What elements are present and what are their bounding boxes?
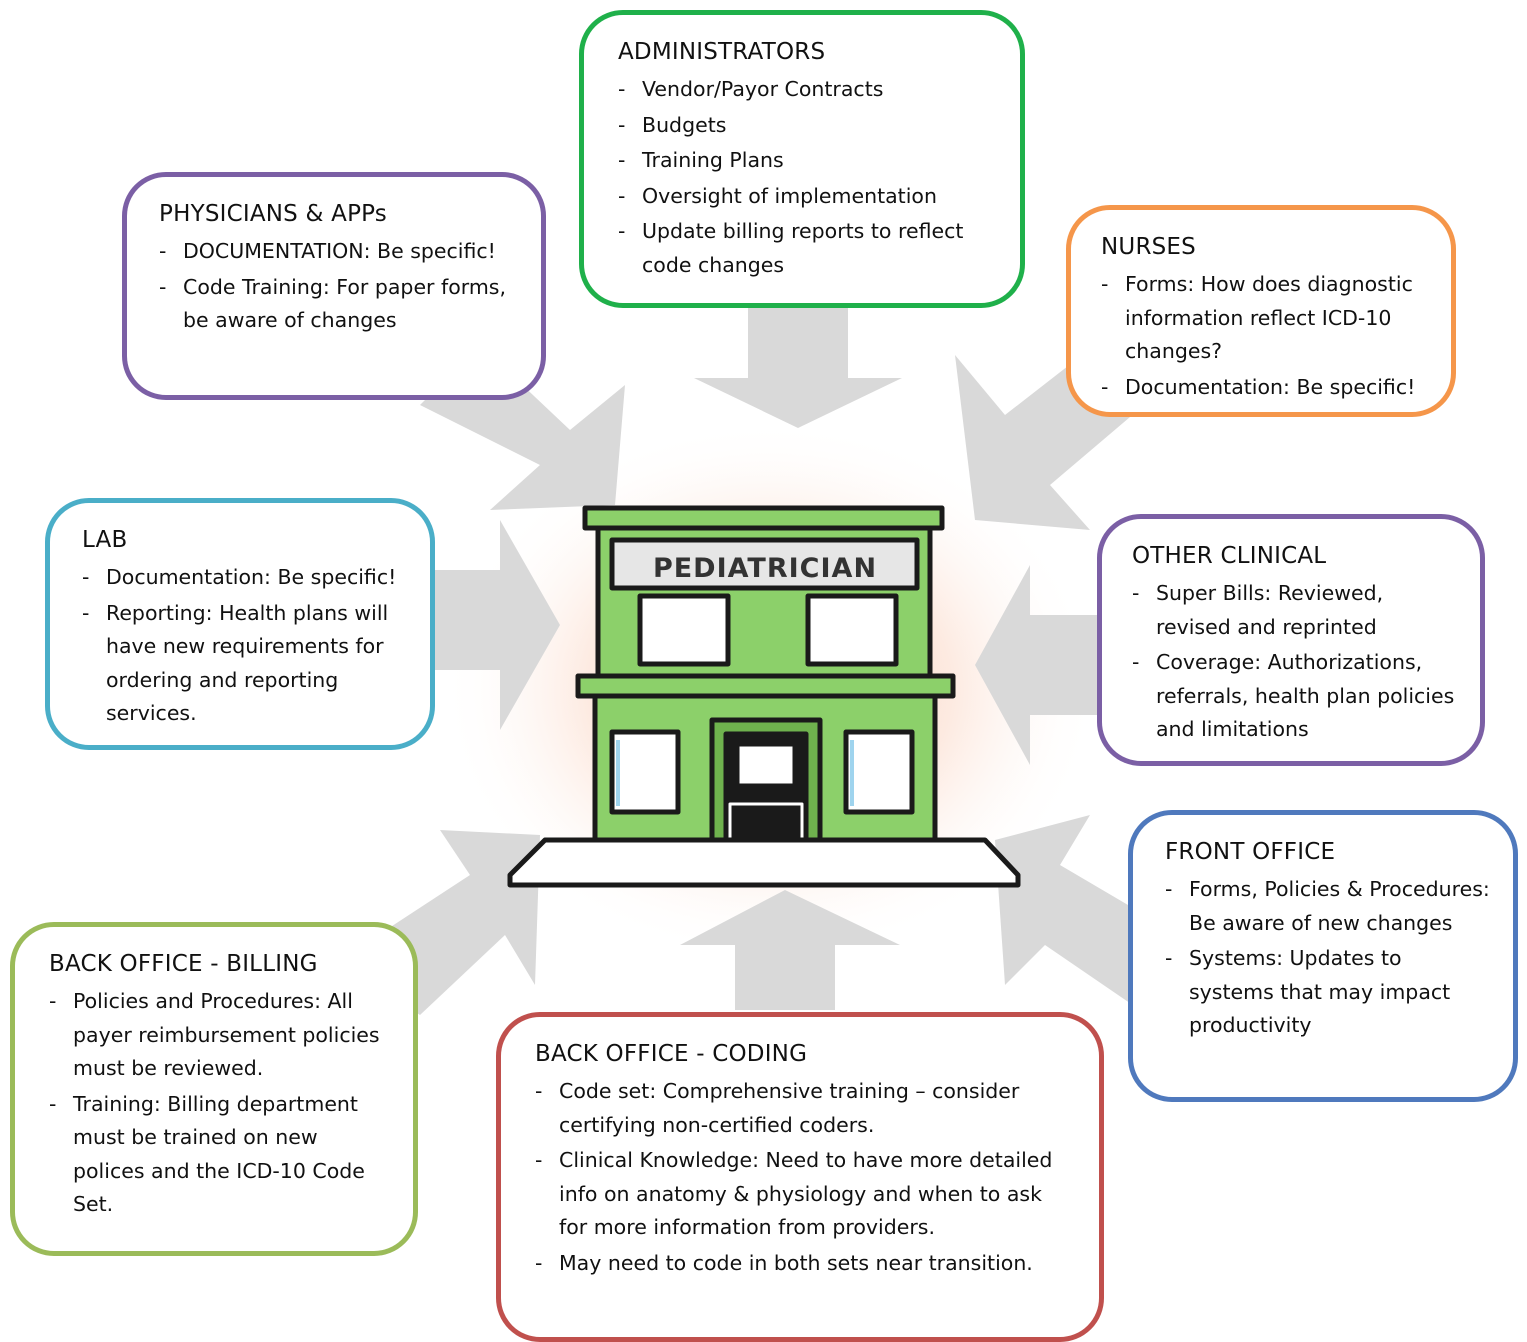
list-item: Systems: Updates to systems that may imp… [1165,942,1491,1043]
arrow-from-administrators [694,300,902,428]
list-item: May need to code in both sets near trans… [535,1247,1073,1281]
box-list: Forms, Policies & Procedures: Be aware o… [1165,873,1491,1043]
box-list: Code set: Comprehensive training – consi… [535,1075,1073,1280]
coding-box: BACK OFFICE - CODING Code set: Comprehen… [496,1012,1104,1342]
billing-box: BACK OFFICE - BILLING Policies and Proce… [10,922,418,1256]
list-item: Update billing reports to reflect code c… [618,215,998,282]
sidewalk [507,837,1021,888]
upper-window-left [637,593,731,667]
list-item: DOCUMENTATION: Be specific! [159,235,519,269]
middle-ledge [575,673,956,699]
roof-cap [582,505,945,531]
other-clinical-box: OTHER CLINICAL Super Bills: Reviewed, re… [1097,514,1485,766]
box-list: Vendor/Payor Contracts Budgets Training … [618,73,998,282]
arrow-from-front-office [995,815,1145,1010]
list-item: Vendor/Payor Contracts [618,73,998,107]
lower-window-left [609,729,681,815]
door-window [734,741,798,789]
box-list: Forms: How does diagnostic information r… [1101,268,1429,404]
list-item: Clinical Knowledge: Need to have more de… [535,1144,1073,1245]
lab-box: LAB Documentation: Be specific! Reportin… [45,498,435,750]
sign-board [609,537,920,591]
box-title: BACK OFFICE - CODING [535,1041,808,1067]
front-office-box: FRONT OFFICE Forms, Policies & Procedure… [1128,810,1518,1102]
upper-window-right [805,593,899,667]
box-title: FRONT OFFICE [1165,839,1336,865]
box-list: Policies and Procedures: All payer reimb… [49,985,391,1222]
list-item: Forms, Policies & Procedures: Be aware o… [1165,873,1491,940]
box-title: BACK OFFICE - BILLING [49,951,318,977]
administrators-box: ADMINISTRATORS Vendor/Payor Contracts Bu… [579,10,1025,308]
nurses-box: NURSES Forms: How does diagnostic inform… [1066,205,1456,417]
arrow-from-lab [430,520,560,730]
building-sign-label: PEDIATRICIAN [653,553,877,584]
box-list: Super Bills: Reviewed, revised and repri… [1132,577,1458,747]
box-title: NURSES [1101,234,1196,260]
list-item: Documentation: Be specific! [1101,371,1429,405]
box-title: ADMINISTRATORS [618,39,826,65]
list-item: Oversight of implementation [618,180,998,214]
list-item: Forms: How does diagnostic information r… [1101,268,1429,369]
box-title: OTHER CLINICAL [1132,543,1327,569]
list-item: Coverage: Authorizations, referrals, hea… [1132,646,1458,747]
list-item: Budgets [618,109,998,143]
box-list: Documentation: Be specific! Reporting: H… [82,561,408,731]
list-item: Training: Billing department must be tra… [49,1088,391,1222]
lower-window-right [843,729,915,815]
list-item: Code Training: For paper forms, be aware… [159,271,519,338]
pediatrician-building: PEDIATRICIAN [507,505,1021,888]
list-item: Reporting: Health plans will have new re… [82,597,408,731]
list-item: Code set: Comprehensive training – consi… [535,1075,1073,1142]
box-title: PHYSICIANS & APPs [159,201,387,227]
box-title: LAB [82,527,128,553]
box-list: DOCUMENTATION: Be specific! Code Trainin… [159,235,519,338]
list-item: Documentation: Be specific! [82,561,408,595]
arrow-from-other-clinical [975,565,1100,765]
list-item: Super Bills: Reviewed, revised and repri… [1132,577,1458,644]
physicians-box: PHYSICIANS & APPs DOCUMENTATION: Be spec… [122,172,546,400]
arrow-from-coding [680,890,900,1010]
list-item: Policies and Procedures: All payer reimb… [49,985,391,1086]
list-item: Training Plans [618,144,998,178]
